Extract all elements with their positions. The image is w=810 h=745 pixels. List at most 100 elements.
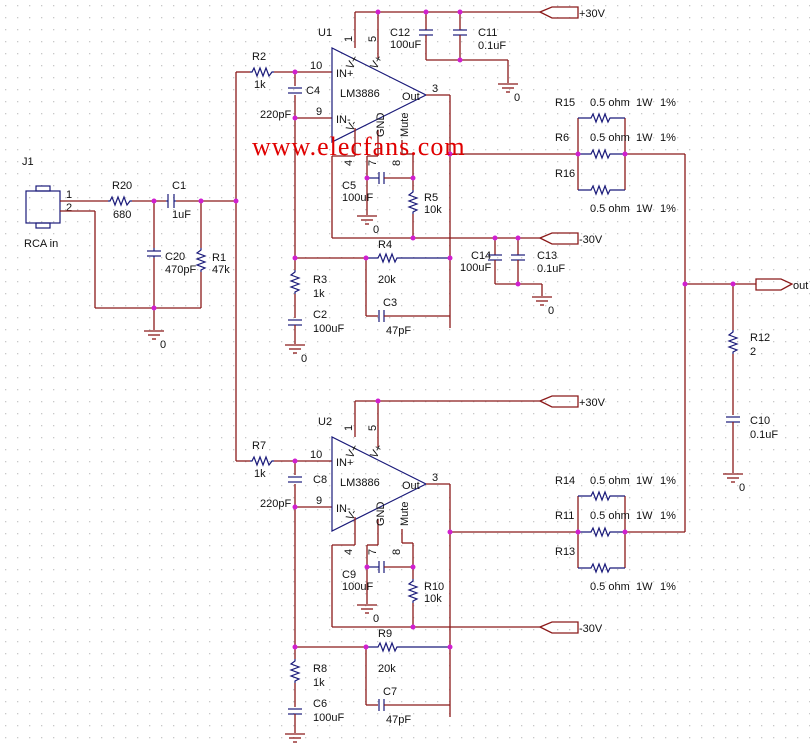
c20-value: 470pF bbox=[165, 264, 196, 276]
port-neg30v-u2[interactable] bbox=[538, 621, 579, 634]
opamp-u1-symbol[interactable] bbox=[331, 47, 428, 143]
u2-pin9: 9 bbox=[316, 495, 322, 507]
port-pos30v-u1-label: +30V bbox=[579, 8, 606, 20]
capacitor-c1[interactable] bbox=[166, 194, 176, 208]
port-pos30v-u2[interactable] bbox=[538, 395, 579, 408]
port-out-label: out bbox=[793, 280, 808, 292]
c3-ref: C3 bbox=[383, 297, 397, 309]
r14-power: 1W bbox=[636, 475, 653, 487]
r16-power: 1W bbox=[636, 203, 653, 215]
junction-dots bbox=[151, 9, 736, 650]
r15-value: 0.5 ohm bbox=[590, 97, 630, 109]
resistor-r6[interactable] bbox=[578, 148, 625, 160]
ground-label: 0 bbox=[373, 224, 379, 236]
r15-ref: R15 bbox=[555, 97, 575, 109]
r13-power: 1W bbox=[636, 581, 653, 593]
resistor-r20[interactable] bbox=[108, 195, 132, 207]
resistor-r9[interactable] bbox=[366, 641, 450, 653]
port-pos30v-u2-label: +30V bbox=[579, 397, 606, 409]
resistor-r1[interactable] bbox=[195, 248, 207, 272]
port-out[interactable] bbox=[755, 278, 794, 291]
r6-tol: 1% bbox=[660, 132, 676, 144]
r15-tol: 1% bbox=[660, 97, 676, 109]
resistor-r13[interactable] bbox=[578, 562, 625, 574]
u1-pin-out: Out bbox=[402, 91, 420, 103]
u2-pin1: 1 bbox=[343, 425, 355, 431]
c14-ref: C14 bbox=[471, 250, 491, 262]
opamp-u2-symbol[interactable] bbox=[331, 436, 428, 532]
r13-value: 0.5 ohm bbox=[590, 581, 630, 593]
u1-ref: U1 bbox=[318, 27, 332, 39]
r2-value: 1k bbox=[254, 79, 266, 91]
c1-value: 1uF bbox=[172, 209, 191, 221]
u2-pin-vplus2: V+ bbox=[368, 443, 385, 461]
c8-value: 220pF bbox=[260, 498, 291, 510]
port-neg30v-u1[interactable] bbox=[538, 232, 579, 245]
r10-ref: R10 bbox=[424, 581, 444, 593]
u1-pin-vplus1: V+ bbox=[344, 54, 361, 72]
r13-tol: 1% bbox=[660, 581, 676, 593]
u1-pin5: 5 bbox=[367, 36, 379, 42]
ground-label: 0 bbox=[514, 92, 520, 104]
r20-value: 680 bbox=[113, 209, 131, 221]
r5-value: 10k bbox=[424, 204, 442, 216]
rca-connector-j1[interactable] bbox=[25, 185, 61, 229]
r8-value: 1k bbox=[313, 677, 325, 689]
c1-ref: C1 bbox=[172, 180, 186, 192]
c7-value: 47pF bbox=[386, 714, 411, 726]
c7-ref: C7 bbox=[383, 686, 397, 698]
resistor-r16[interactable] bbox=[578, 184, 625, 196]
capacitor-c4[interactable] bbox=[288, 87, 302, 94]
ground-label: 0 bbox=[739, 482, 745, 494]
ground-label: 0 bbox=[301, 353, 307, 365]
u1-pin8: 8 bbox=[391, 160, 403, 166]
r4-value: 20k bbox=[378, 274, 396, 286]
capacitor-c8[interactable] bbox=[288, 476, 302, 483]
r2-ref: R2 bbox=[252, 51, 266, 63]
resistor-r10[interactable] bbox=[407, 579, 419, 603]
resistor-r14[interactable] bbox=[578, 490, 625, 502]
resistor-r3[interactable] bbox=[289, 270, 301, 294]
c6-ref: C6 bbox=[313, 698, 327, 710]
u1-pin-vplus2: V+ bbox=[368, 54, 385, 72]
c9-ref: C9 bbox=[342, 569, 356, 581]
resistor-r11[interactable] bbox=[578, 526, 625, 538]
ground-label: 0 bbox=[548, 305, 554, 317]
u2-pin7: 7 bbox=[367, 549, 379, 555]
c11-value: 0.1uF bbox=[478, 40, 506, 52]
u2-pin10: 10 bbox=[310, 449, 322, 461]
u2-pin5: 5 bbox=[367, 425, 379, 431]
resistor-r7[interactable] bbox=[250, 455, 274, 467]
c20-ref: C20 bbox=[165, 251, 185, 263]
port-pos30v-u1[interactable] bbox=[538, 6, 579, 19]
c2-value: 100uF bbox=[313, 323, 344, 335]
resistor-r12[interactable] bbox=[727, 330, 739, 354]
c8-ref: C8 bbox=[313, 474, 327, 486]
resistor-r2[interactable] bbox=[250, 66, 274, 78]
c11-ref: C11 bbox=[478, 27, 497, 39]
c13-value: 0.1uF bbox=[537, 263, 565, 275]
u2-pin-gnd: GND bbox=[375, 502, 387, 527]
r15-power: 1W bbox=[636, 97, 653, 109]
capacitor-c20[interactable] bbox=[147, 248, 161, 258]
j1-pin1: 1 bbox=[66, 189, 72, 201]
resistor-r5[interactable] bbox=[407, 190, 419, 214]
r10-value: 10k bbox=[424, 593, 442, 605]
u1-pin-inplus: IN+ bbox=[336, 68, 353, 80]
c6-value: 100uF bbox=[313, 712, 344, 724]
c9-value: 100uF bbox=[342, 581, 373, 593]
resistor-r15[interactable] bbox=[578, 112, 625, 124]
resistor-r8[interactable] bbox=[289, 659, 301, 683]
r11-tol: 1% bbox=[660, 510, 676, 522]
resistor-r4[interactable] bbox=[366, 252, 450, 264]
u1-pin7: 7 bbox=[367, 160, 379, 166]
c5-value: 100uF bbox=[342, 192, 373, 204]
c14-value: 100uF bbox=[460, 262, 491, 274]
j1-ref: J1 bbox=[22, 156, 34, 168]
r4-ref: R4 bbox=[378, 239, 392, 251]
port-neg30v-u2-label: -30V bbox=[579, 623, 603, 635]
r8-ref: R8 bbox=[313, 663, 327, 675]
c12-ref: C12 bbox=[390, 27, 410, 39]
ground-label: 0 bbox=[373, 613, 379, 625]
